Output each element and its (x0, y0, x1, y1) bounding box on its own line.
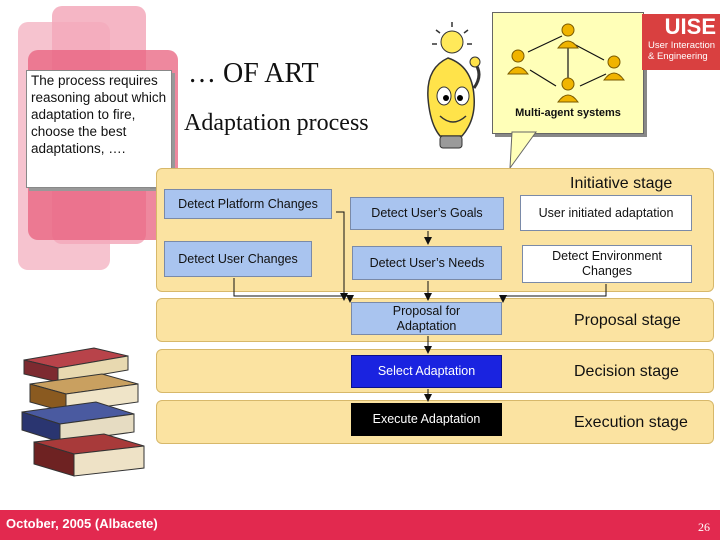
user-initiated-adaptation-box: User initiated adaptation (520, 195, 692, 231)
detect-user-goals-box: Detect User’s Goals (350, 197, 504, 230)
detect-environment-changes-box: Detect Environment Changes (522, 245, 692, 283)
footer-bar: October, 2005 (Albacete) 26 (0, 510, 720, 540)
detect-user-changes-box: Detect User Changes (164, 241, 312, 277)
execute-adaptation-box: Execute Adaptation (351, 403, 502, 436)
slide-title: … OF ART (188, 58, 319, 89)
multi-agent-callout: Multi-agent systems (492, 12, 644, 134)
decision-stage-label: Decision stage (574, 363, 679, 380)
execution-stage-label: Execution stage (574, 414, 688, 431)
slide-subtitle: Adaptation process (184, 110, 369, 136)
detect-platform-changes-box: Detect Platform Changes (164, 189, 332, 219)
detect-user-needs-box: Detect User’s Needs (352, 246, 502, 280)
initiative-stage-label: Initiative stage (570, 175, 673, 192)
logo-text: UISE (664, 14, 716, 39)
logo-subtext-line: User Interaction (648, 40, 716, 51)
page-number: 26 (698, 520, 710, 534)
proposal-for-adaptation-box: Proposal for Adaptation (351, 302, 502, 335)
logo-subtext-line: & Engineering (648, 51, 708, 62)
multi-agent-label: Multi-agent systems (515, 107, 621, 119)
footer-date: October, 2005 (Albacete) (6, 516, 158, 531)
proposal-stage-label: Proposal stage (574, 312, 681, 329)
select-adaptation-box: Select Adaptation (351, 355, 502, 388)
uise-logo: UISE User Interaction & Engineering (642, 14, 720, 70)
reasoning-callout: The process requires reasoning about whi… (26, 70, 172, 188)
logo-subtext: User Interaction & Engineering (648, 40, 715, 62)
